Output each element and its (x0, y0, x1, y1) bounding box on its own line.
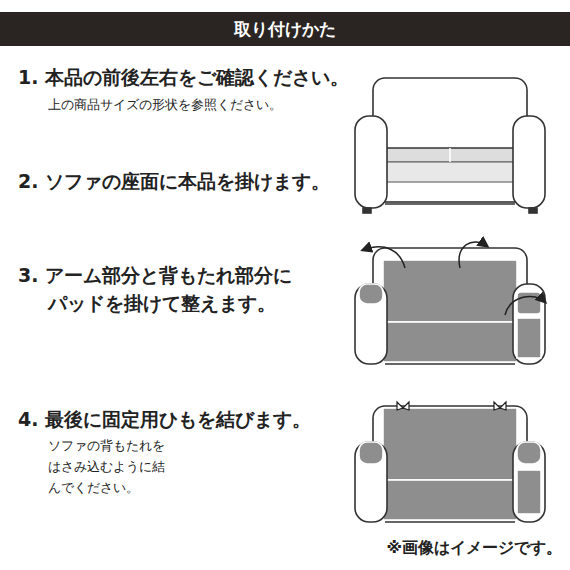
step-note: 上の商品サイズの形状を参照ください。 (48, 95, 348, 115)
step-heading: 1. 本品の前後左右をご確認ください。 (18, 64, 358, 92)
step-heading: 2. ソファの座面に本品を掛けます。 (18, 168, 358, 196)
title-text: 取り付けかた (0, 12, 570, 46)
step-heading: 3. アーム部分と背もたれ部分にパッドを掛けて整えます。 (18, 262, 303, 317)
sofa-step4 (355, 402, 545, 522)
step-heading: 4. 最後に固定用ひもを結びます。 (18, 406, 358, 434)
step-note: ソファの背もたれをはさみ込むように結んでください。 (48, 436, 173, 498)
sofa-step3 (355, 242, 545, 364)
sofa-step2 (355, 78, 545, 213)
caption-note: ※画像はイメージです。 (386, 538, 562, 559)
